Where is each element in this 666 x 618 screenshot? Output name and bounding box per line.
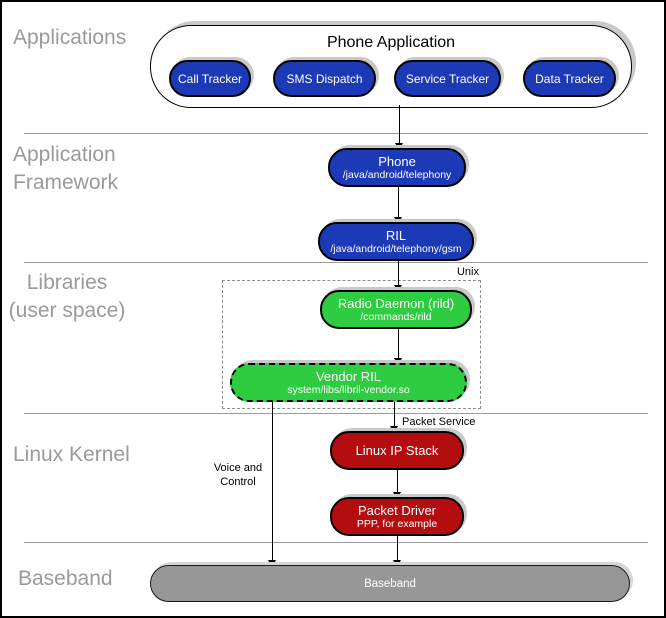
unix-label: Unix: [456, 266, 479, 278]
arrowhead-vendor-to-baseband-voice: [268, 560, 276, 567]
unix-dashed-box: [222, 280, 481, 409]
node-title: Radio Daemon (rild): [337, 295, 455, 311]
node-title: Vendor RIL: [315, 368, 382, 384]
layer-divider-3: [24, 413, 648, 414]
node-linux-ip-stack: Linux IP Stack: [330, 431, 464, 470]
section-label-line: Framework: [13, 171, 119, 194]
node-title: RIL: [385, 227, 407, 243]
node-phone: Phone /java/android/telephony: [328, 148, 466, 187]
arrow-line-packetdriver-to-baseband: [397, 535, 398, 560]
arrow-line-apps-to-phone: [399, 105, 400, 143]
section-label-line: (user space): [8, 299, 126, 322]
layer-divider-2: [24, 262, 648, 263]
arrowhead-apps-to-phone: [395, 143, 403, 150]
arrowhead-rild-to-vendor: [394, 358, 402, 365]
layer-divider-1: [24, 133, 648, 134]
arrowhead-vendor-to-ipstack: [390, 426, 398, 433]
node-subtitle: /java/android/telephony/gsm: [330, 242, 462, 255]
voice-control-line: Voice and: [213, 462, 263, 474]
voice-control-label: Voice and Control: [206, 461, 270, 489]
node-vendor-ril: Vendor RIL system/libs/libril-vendor.so: [230, 363, 467, 402]
node-service-tracker: Service Tracker: [394, 60, 501, 97]
node-title: Linux IP Stack: [355, 443, 439, 458]
node-ril: RIL /java/android/telephony/gsm: [318, 222, 474, 261]
node-baseband: Baseband: [150, 565, 630, 602]
section-label-baseband: Baseband: [18, 567, 113, 590]
node-call-tracker: Call Tracker: [169, 60, 251, 97]
section-label-linux-kernel: Linux Kernel: [13, 443, 130, 466]
section-label-line: Libraries: [26, 271, 108, 294]
node-packet-driver: Packet Driver PPP, for example: [330, 497, 464, 536]
layer-divider-4: [24, 542, 648, 543]
node-subtitle: system/libs/libril-vendor.so: [287, 383, 410, 396]
arrow-line-phone-to-ril: [398, 186, 399, 217]
node-title: Phone: [378, 153, 416, 169]
section-label-application-framework: Application Framework: [13, 141, 118, 197]
node-subtitle: /java/android/telephony: [342, 168, 452, 181]
section-label-libraries: Libraries (user space): [2, 269, 132, 325]
node-subtitle: PPP, for example: [356, 517, 438, 530]
node-subtitle: /commands/rild: [360, 310, 432, 323]
arrow-line-vendor-to-ipstack: [394, 401, 395, 426]
packet-service-label: Packet Service: [402, 416, 476, 428]
arrowhead-ipstack-to-packetdriver: [393, 492, 401, 499]
phone-application-container: Phone Application Call Tracker SMS Dispa…: [150, 25, 632, 108]
arrowhead-packetdriver-to-baseband: [393, 560, 401, 567]
section-label-applications: Applications: [13, 26, 127, 49]
arrow-line-vendor-to-baseband-voice: [272, 401, 273, 560]
voice-control-line: Control: [220, 476, 256, 488]
node-radio-daemon: Radio Daemon (rild) /commands/rild: [320, 290, 472, 329]
arrowhead-phone-to-ril: [394, 217, 402, 224]
node-title: Packet Driver: [357, 502, 437, 518]
arrow-line-ril-to-rild: [398, 259, 399, 285]
section-label-line: Application: [13, 143, 116, 166]
arrow-line-ipstack-to-packetdriver: [397, 469, 398, 492]
arrowhead-ril-to-rild: [394, 285, 402, 292]
arrow-line-rild-to-vendor: [398, 328, 399, 358]
node-sms-dispatch: SMS Dispatch: [273, 60, 376, 97]
node-data-tracker: Data Tracker: [523, 60, 616, 97]
phone-application-title: Phone Application: [326, 34, 456, 51]
